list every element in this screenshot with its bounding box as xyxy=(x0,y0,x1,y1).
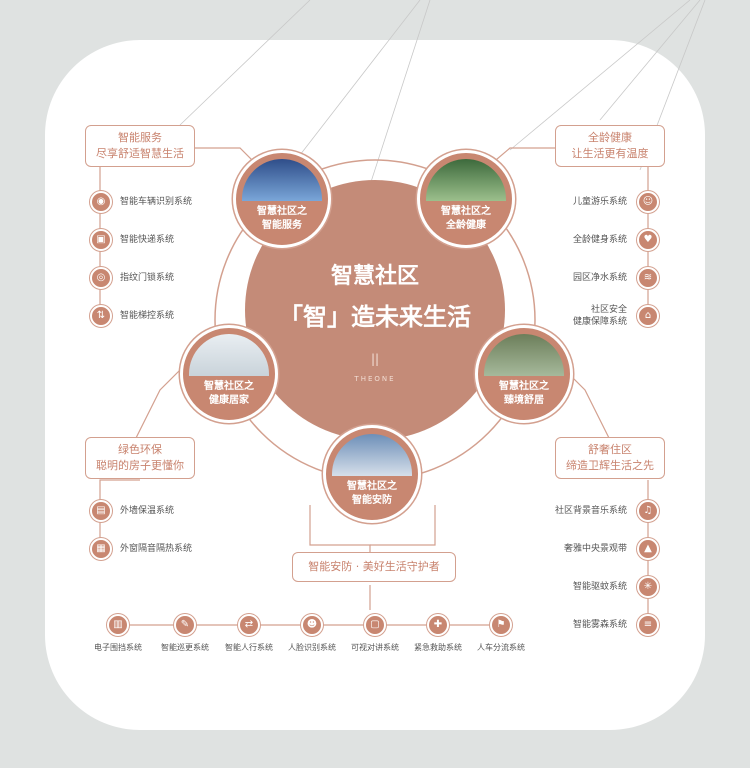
delivery-icon: ▣ xyxy=(90,229,112,251)
center-title-2: 「智」造未来生活 xyxy=(279,303,471,331)
photo-park xyxy=(426,159,506,201)
list-item: 指纹门锁系统 xyxy=(120,273,175,283)
photo-interior xyxy=(189,334,269,376)
node-caption: 智慧社区之 智能服务 xyxy=(257,206,307,231)
landscape-icon: ▲ xyxy=(637,538,659,560)
fitness-icon: ♥ xyxy=(637,229,659,251)
box-comfort: 舒奢住区 缔造卫辉生活之先 xyxy=(555,437,665,479)
car-icon: ◉ xyxy=(90,191,112,213)
list-item: 智能梯控系统 xyxy=(120,311,175,321)
box-title: 绿色环保 xyxy=(118,443,162,456)
box-title: 舒奢住区 xyxy=(588,443,632,456)
brand-mark-icon: || xyxy=(370,352,380,366)
list-item: 外墙保温系统 xyxy=(120,506,175,516)
node-caption: 智慧社区之 全龄健康 xyxy=(441,206,491,231)
list-item: 奢雅中央景观带 xyxy=(563,544,627,554)
list-item: 智能巡更系统 xyxy=(161,643,209,652)
list-item: 智能车辆识别系统 xyxy=(120,197,193,207)
wall-icon: ▤ xyxy=(90,500,112,522)
elevator-icon: ⇅ xyxy=(90,305,112,327)
photo-landscape xyxy=(484,334,564,376)
window-icon: ▦ xyxy=(90,538,112,560)
list-item: 园区净水系统 xyxy=(572,273,627,283)
box-subtitle: 尽享舒适智慧生活 xyxy=(96,147,184,160)
music-icon: ♫ xyxy=(637,500,659,522)
node-caption: 智慧社区之 臻境舒居 xyxy=(499,381,549,406)
list-item: 紧急救助系统 xyxy=(414,643,462,652)
list-item: 儿童游乐系统 xyxy=(572,197,627,207)
brand-text: THEONE xyxy=(354,375,396,383)
box-green: 绿色环保 聪明的房子更懂你 xyxy=(85,437,195,479)
center-title-1: 智慧社区 xyxy=(330,264,419,289)
list-item: 人脸识别系统 xyxy=(288,643,336,652)
list-item: 智能快递系统 xyxy=(120,235,175,245)
center-circle xyxy=(245,180,505,440)
list-item: 全龄健身系统 xyxy=(572,235,627,245)
node-bottom: 智慧社区之 智能安防 xyxy=(323,425,421,523)
intercom-icon: ▢ xyxy=(364,614,386,636)
fence-icon: ▥ xyxy=(107,614,129,636)
traffic-icon: ⚑ xyxy=(490,614,512,636)
box-title: 智能服务 xyxy=(118,131,162,144)
box-security: 智能安防 · 美好生活守护者 xyxy=(292,552,456,582)
mosquito-icon: ✳ xyxy=(637,576,659,598)
fingerprint-icon: ◎ xyxy=(90,267,112,289)
water-icon: ≋ xyxy=(637,267,659,289)
box-title: 全龄健康 xyxy=(588,131,632,144)
box-subtitle: 缔造卫辉生活之先 xyxy=(566,459,654,472)
list-item: 外窗隔音隔热系统 xyxy=(120,544,193,554)
list-item: 智能驱蚊系统 xyxy=(572,582,627,592)
list-item: 智能人行系统 xyxy=(225,643,273,652)
patrol-icon: ✎ xyxy=(174,614,196,636)
photo-security xyxy=(332,434,412,476)
photo-smart-home xyxy=(242,159,322,201)
box-smart-service: 智能服务 尽享舒适智慧生活 xyxy=(85,125,195,167)
box-subtitle: 聪明的房子更懂你 xyxy=(96,459,184,472)
child-icon: ☺ xyxy=(637,191,659,213)
node-caption: 智慧社区之 健康居家 xyxy=(204,381,254,406)
face-id-icon: ☻ xyxy=(301,614,323,636)
box-subtitle: 让生活更有温度 xyxy=(571,147,649,160)
list-item: 智能雾森系统 xyxy=(572,620,627,630)
node-top-right: 智慧社区之 全龄健康 xyxy=(417,150,515,248)
list-item: 社区背景音乐系统 xyxy=(554,506,627,516)
list-item: 电子围挡系统 xyxy=(94,643,142,652)
emergency-icon: ✚ xyxy=(427,614,449,636)
list-item: 人车分流系统 xyxy=(477,643,525,652)
mist-icon: ≡ xyxy=(637,614,659,636)
node-mid-right: 智慧社区之 臻境舒居 xyxy=(475,325,573,423)
pedestrian-icon: ⇄ xyxy=(238,614,260,636)
box-title: 智能安防 · 美好生活守护者 xyxy=(308,560,440,573)
list-item: 可视对讲系统 xyxy=(351,643,399,652)
box-all-age-health: 全龄健康 让生活更有温度 xyxy=(555,125,665,167)
list-item: 社区安全 健康保障系统 xyxy=(572,305,627,327)
node-mid-left: 智慧社区之 健康居家 xyxy=(180,325,278,423)
node-top-left: 智慧社区之 智能服务 xyxy=(233,150,331,248)
node-caption: 智慧社区之 智能安防 xyxy=(347,481,397,506)
shield-home-icon: ⌂ xyxy=(637,305,659,327)
